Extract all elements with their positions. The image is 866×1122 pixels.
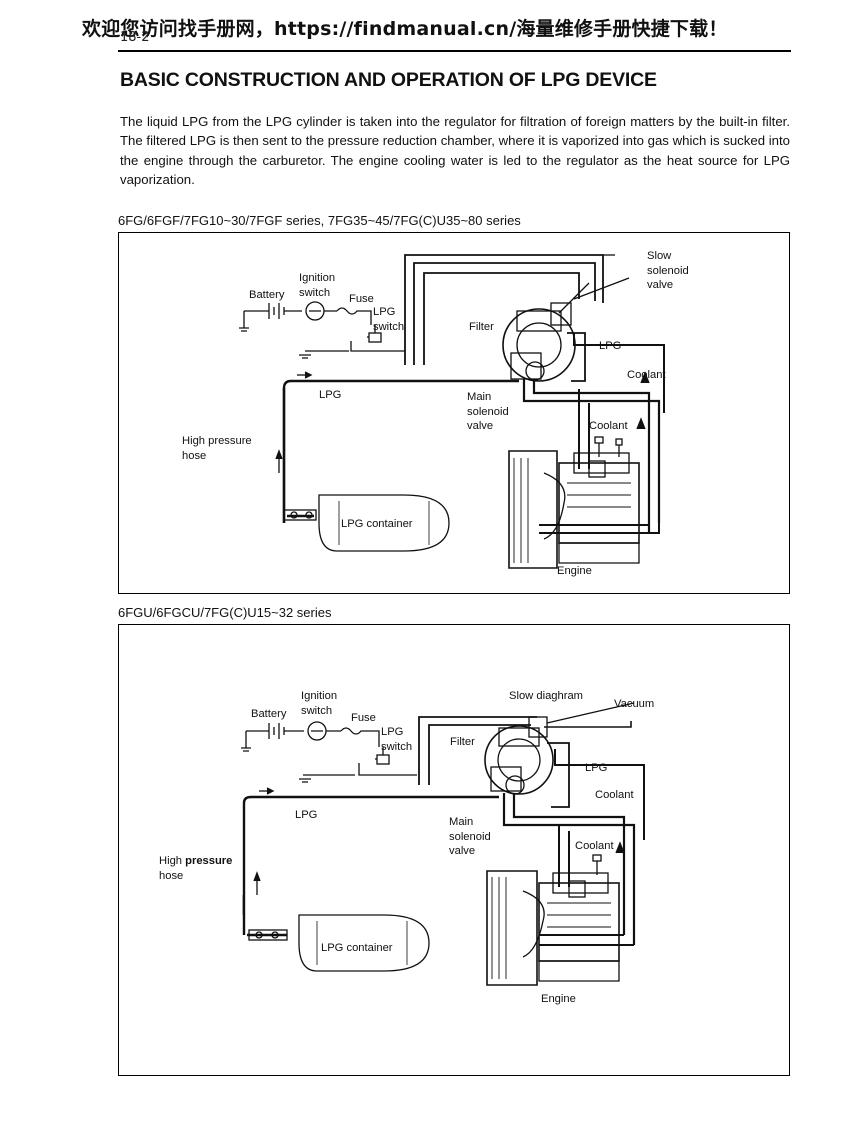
diagram2-caption: 6FGU/6FGCU/7FG(C)U15~32 series bbox=[118, 605, 332, 620]
label-main-solenoid-valve: Main solenoid valve bbox=[449, 816, 491, 857]
label-main-solenoid-valve: Main solenoid valve bbox=[467, 391, 509, 432]
label-battery: Battery bbox=[249, 289, 285, 301]
label-lpg-container: LPG container bbox=[341, 518, 413, 530]
label-slow-diaphragm: Slow diaghram bbox=[509, 690, 583, 702]
label-high-pressure-hose-line2: hose bbox=[159, 870, 184, 882]
label-lpg-right: LPG bbox=[599, 340, 622, 352]
diagram1-illustration bbox=[239, 254, 665, 569]
label-fuse: Fuse bbox=[351, 712, 376, 724]
label-lpg-right: LPG bbox=[585, 762, 608, 774]
label-lpg-container: LPG container bbox=[321, 942, 393, 954]
diagram2-illustration bbox=[241, 702, 645, 986]
label-ignition-switch: Ignition switch bbox=[301, 690, 338, 717]
label-engine: Engine bbox=[541, 993, 576, 1005]
label-ignition-switch: Ignition switch bbox=[299, 272, 336, 299]
page-title: BASIC CONSTRUCTION AND OPERATION OF LPG … bbox=[120, 69, 657, 91]
label-lpg-left: LPG bbox=[319, 389, 342, 401]
header-rule bbox=[118, 50, 791, 52]
label-lpg-switch: LPG switch bbox=[373, 306, 405, 333]
label-high: High bbox=[159, 855, 186, 867]
label-coolant-mid: Coolant bbox=[575, 840, 614, 852]
label-high-pressure-hose: High pressure hose bbox=[182, 435, 252, 462]
label-engine: Engine bbox=[557, 565, 592, 577]
label-high-pressure-hose-line1: High pressure bbox=[159, 854, 232, 869]
label-lpg-switch: LPG switch bbox=[381, 726, 413, 753]
diagram1-caption: 6FG/6FGF/7FG10~30/7FGF series, 7FG35~45/… bbox=[118, 213, 521, 228]
label-vacuum: Vacuum bbox=[614, 698, 655, 710]
label-filter: Filter bbox=[469, 321, 494, 333]
page-number: 18-2 bbox=[120, 30, 150, 45]
label-battery: Battery bbox=[251, 708, 287, 720]
diagram1-panel: Ignition switch Battery Fuse LPG switch … bbox=[118, 232, 790, 594]
label-coolant-top: Coolant bbox=[627, 369, 666, 381]
label-coolant-mid: Coolant bbox=[589, 420, 628, 432]
watermark-banner: 欢迎您访问找手册网，https://findmanual.cn/海量维修手册快捷… bbox=[82, 18, 728, 40]
label-lpg-left: LPG bbox=[295, 809, 318, 821]
label-fuse: Fuse bbox=[349, 293, 374, 305]
label-coolant-top: Coolant bbox=[595, 789, 634, 801]
label-filter: Filter bbox=[450, 736, 475, 748]
diagram2-panel: Ignition switch Battery Fuse LPG switch … bbox=[118, 624, 790, 1076]
label-slow-solenoid-valve: Slow solenoid valve bbox=[647, 250, 689, 291]
intro-paragraph: The liquid LPG from the LPG cylinder is … bbox=[120, 114, 790, 187]
label-pressure: pressure bbox=[185, 855, 233, 867]
